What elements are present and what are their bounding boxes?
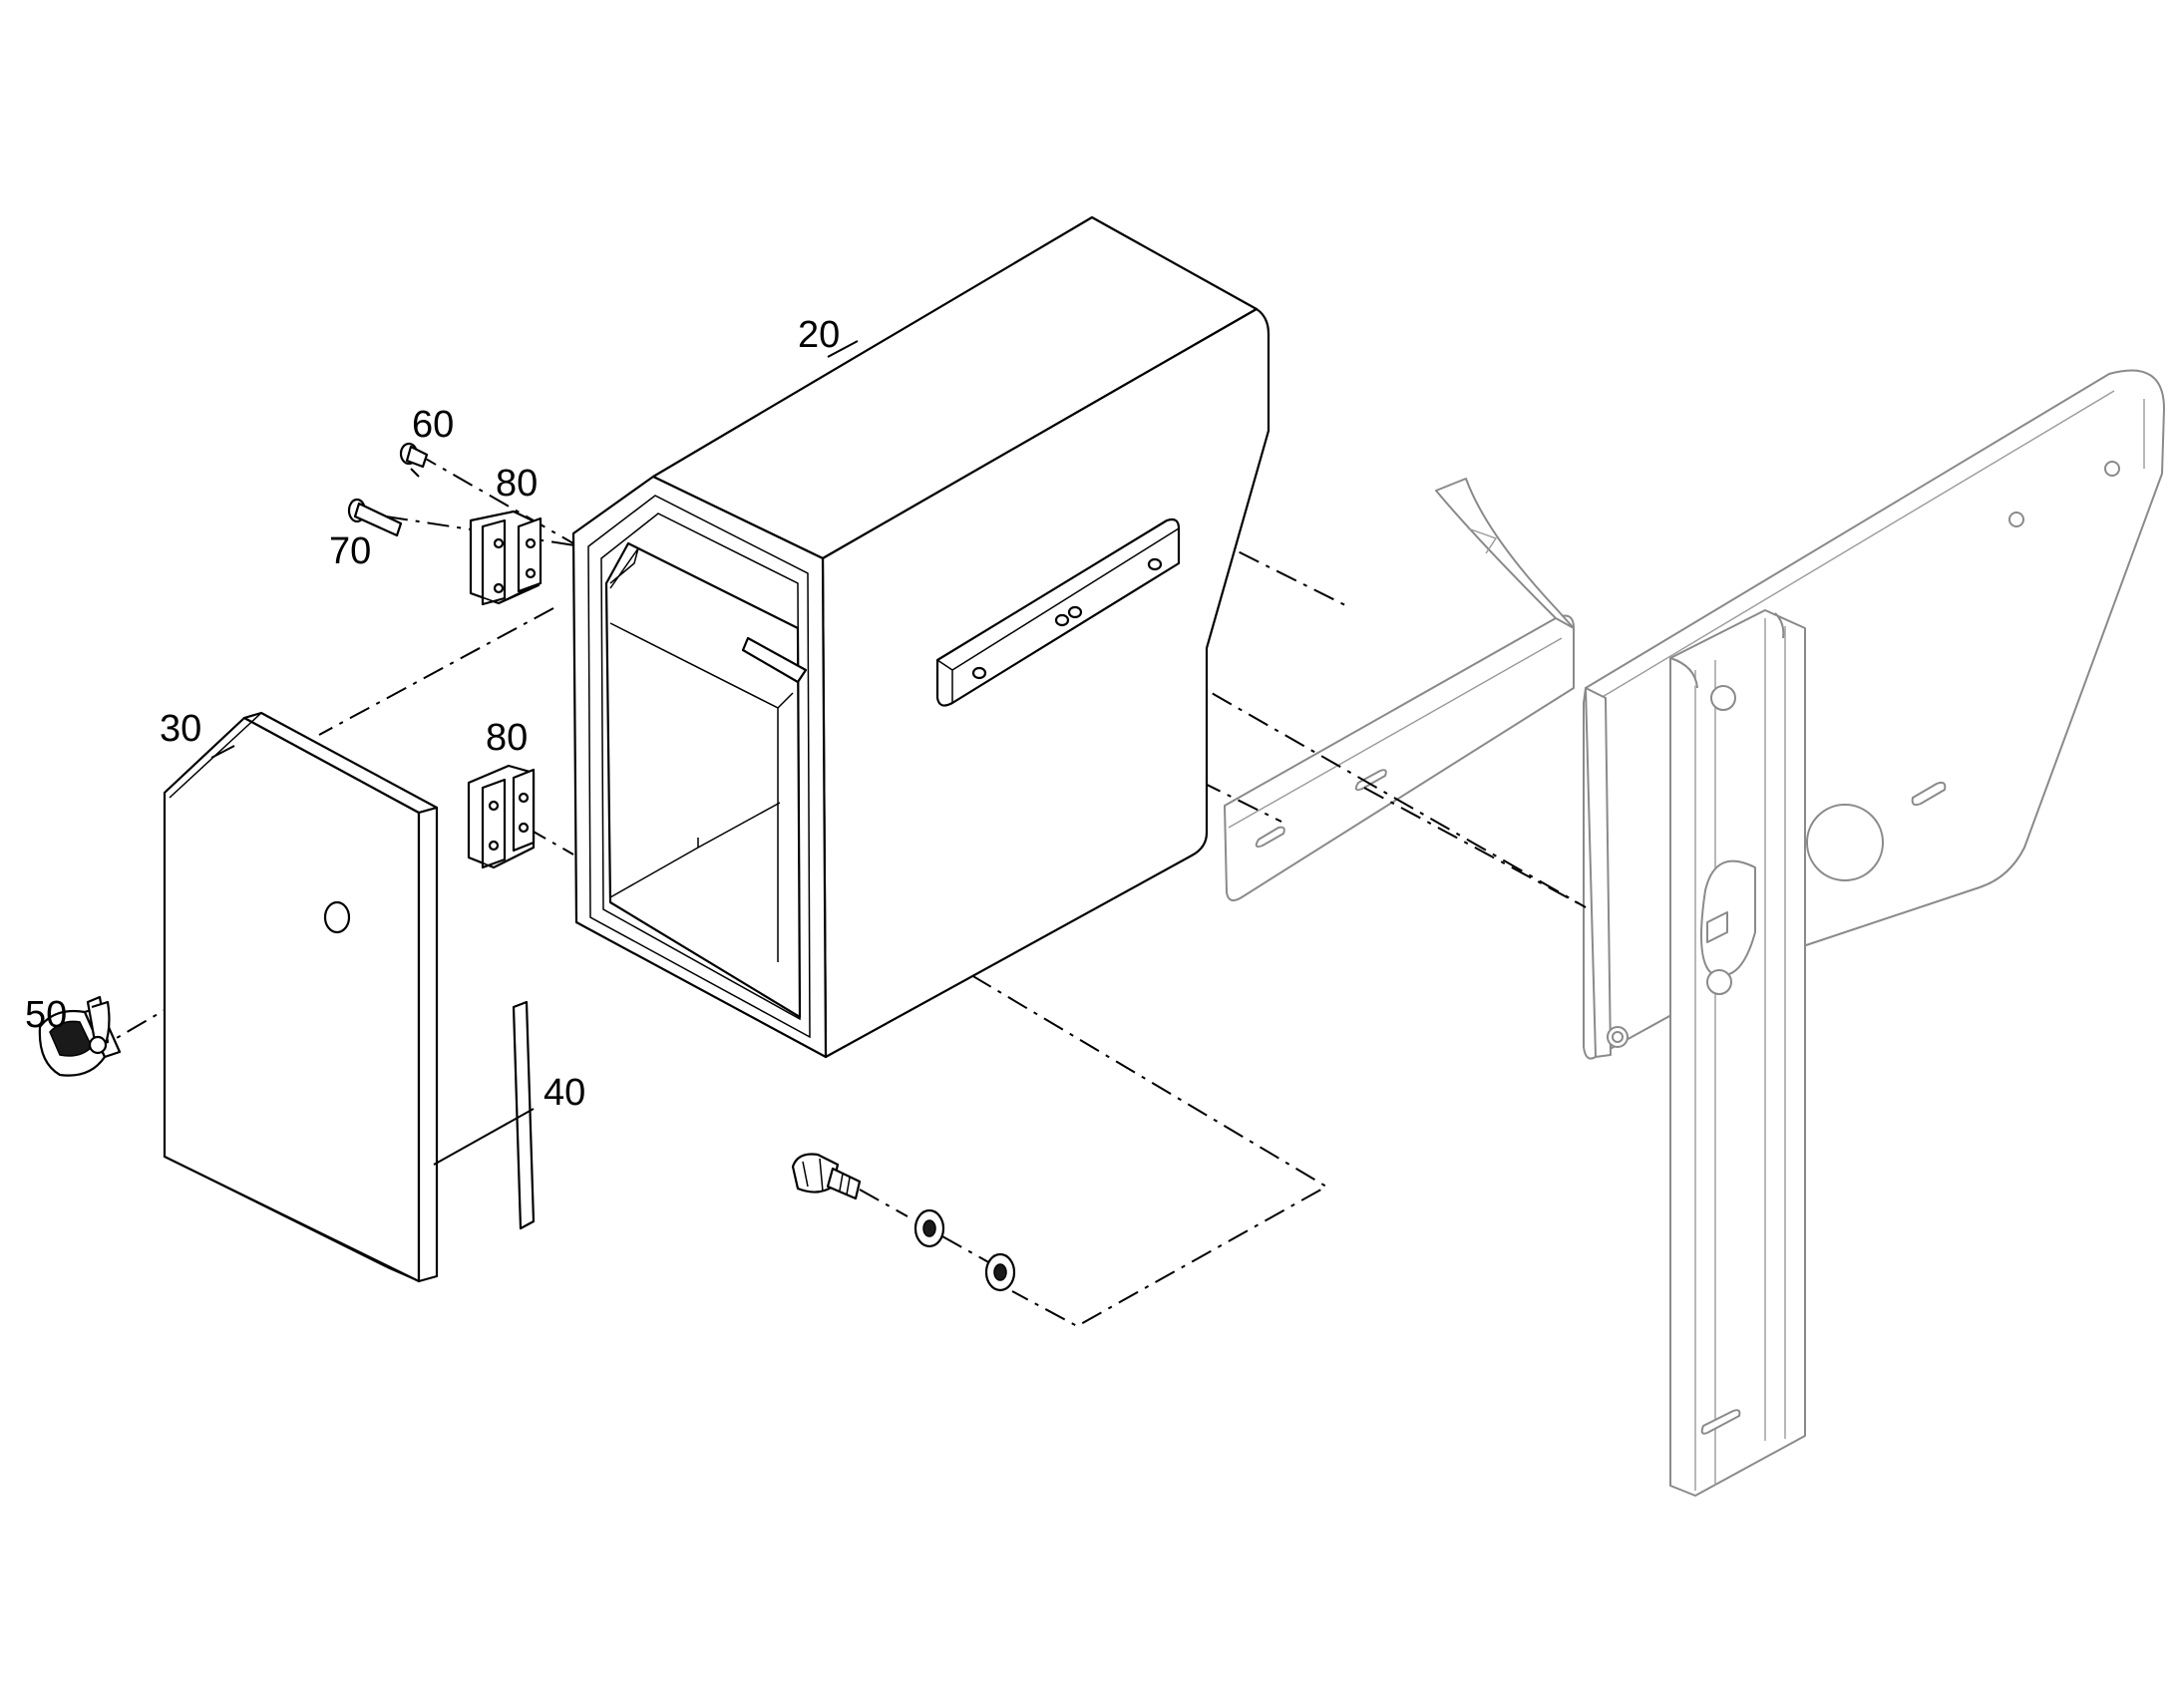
- leader-lines: [210, 340, 859, 759]
- callout-60: 60: [412, 404, 454, 446]
- callout-30: 30: [160, 708, 201, 750]
- door-part-30: [163, 711, 439, 1283]
- washer-1: [913, 1208, 945, 1248]
- hinge-part-80-lower: [467, 764, 536, 869]
- bolt: [791, 1153, 862, 1200]
- pin-part-60: [399, 442, 429, 469]
- callout-80-lower: 80: [486, 717, 528, 759]
- hinge-part-80-upper: [469, 510, 543, 606]
- callouts: 20 30 40 50 60 70 80 80: [25, 314, 840, 1114]
- mounting-frame: [1224, 369, 2165, 1497]
- callout-40: 40: [544, 1072, 585, 1114]
- seal-strip-part-40: [433, 1000, 536, 1230]
- callout-80-upper: 80: [496, 463, 538, 505]
- callout-50: 50: [25, 994, 67, 1036]
- washer-2: [984, 1252, 1016, 1292]
- latch-part-50: [38, 995, 122, 1077]
- screw-part-70: [347, 498, 403, 537]
- housing-part-20: [571, 215, 1271, 1059]
- callout-70: 70: [329, 530, 371, 572]
- callout-20: 20: [798, 314, 840, 356]
